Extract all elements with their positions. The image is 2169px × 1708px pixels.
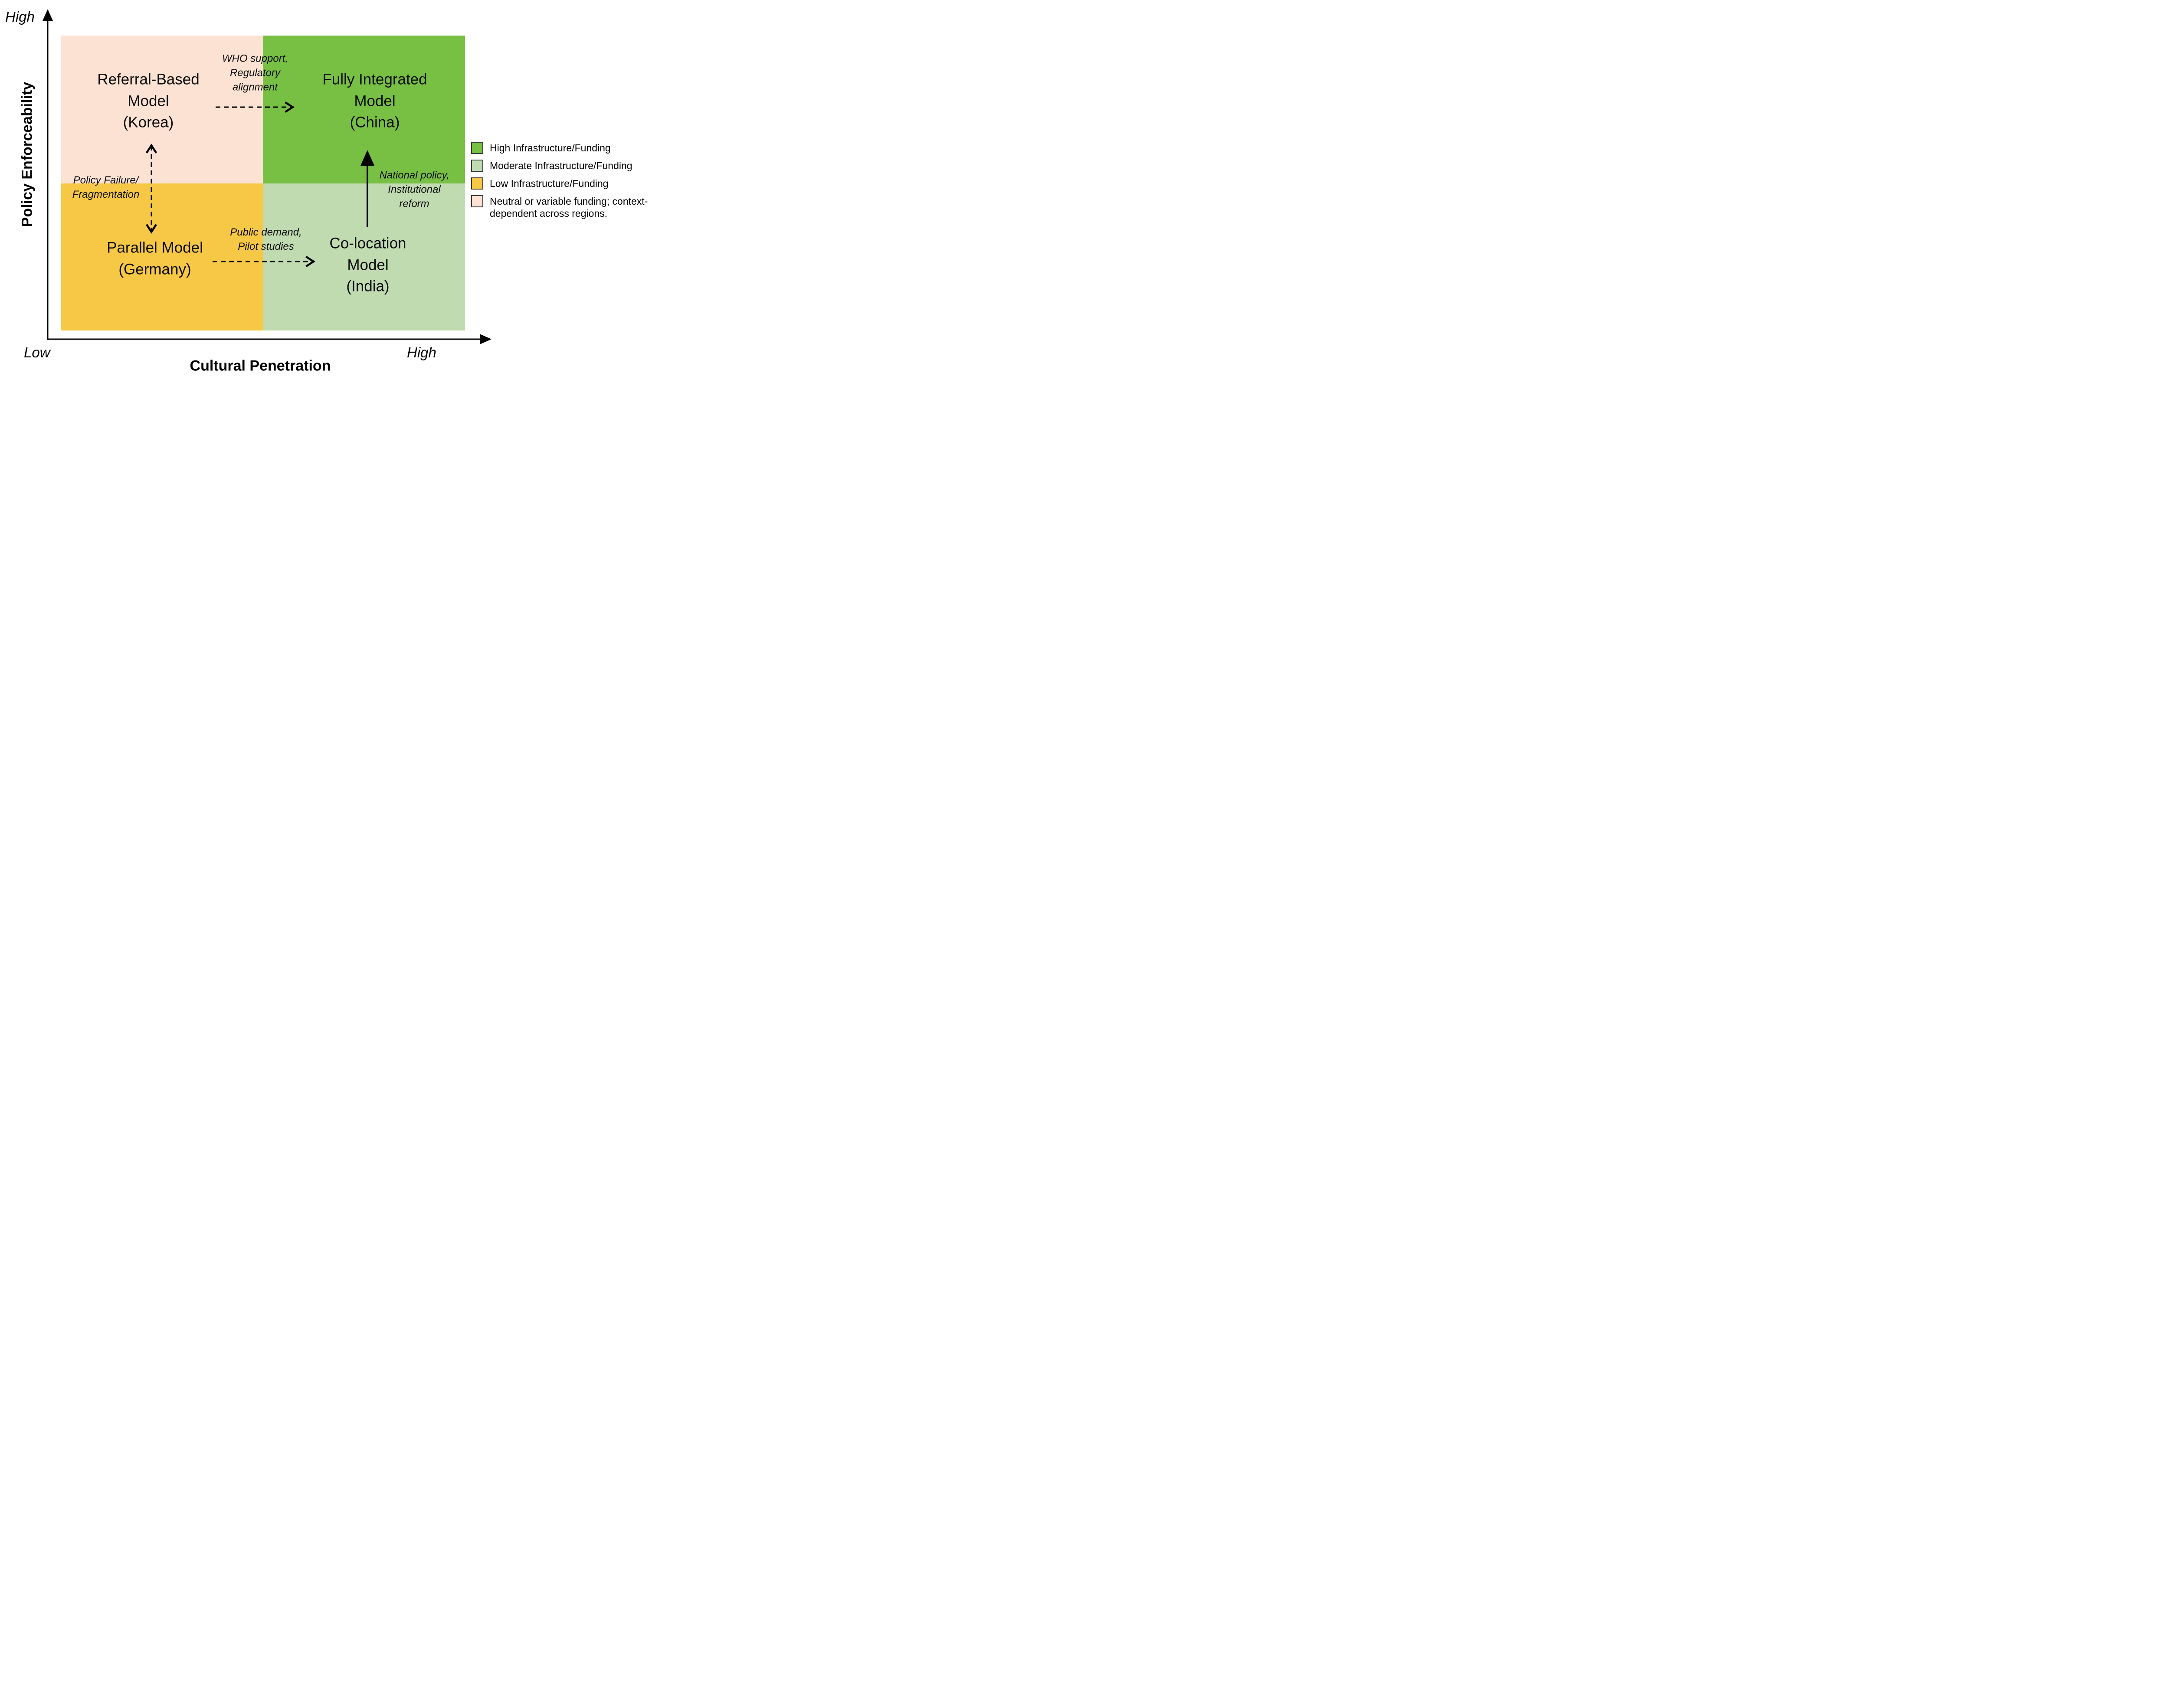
quadrant-referral-based-korea: [61, 36, 263, 183]
legend-swatch-moderate-infrastructure: [471, 160, 483, 172]
legend-label: Neutral or variable funding; context-dep…: [490, 196, 648, 219]
note-public-demand: Public demand, Pilot studies: [230, 225, 301, 254]
note-line: Pilot studies: [238, 241, 294, 252]
label-line: Referral-Based: [97, 71, 200, 88]
note-national-policy: National policy, Institutional reform: [380, 168, 449, 211]
x-axis-low-label: Low: [24, 344, 50, 360]
legend-swatch-high-infrastructure: [471, 142, 483, 154]
label-line: Parallel Model: [107, 239, 203, 256]
quadrant-co-location-india: [263, 183, 465, 330]
label-line: (China): [350, 114, 400, 131]
label-parallel-model: Parallel Model (Germany): [107, 237, 203, 280]
note-line: Fragmentation: [72, 189, 140, 200]
label-line: Model: [347, 256, 389, 274]
legend-label: High Infrastructure/Funding: [490, 142, 611, 154]
y-axis-title: Policy Enforceability: [19, 82, 36, 227]
quadrant-diagram: Referral-Based Model (Korea) Fully Integ…: [0, 0, 670, 373]
note-line: Regulatory: [229, 67, 281, 79]
legend-swatch-neutral-funding: [471, 195, 483, 207]
quadrant-parallel-germany: [61, 183, 263, 330]
note-policy-failure: Policy Failure/ Fragmentation: [72, 173, 140, 202]
legend-label: Low Infrastructure/Funding: [490, 178, 609, 189]
note-line: alignment: [232, 81, 278, 93]
label-referral-based-model: Referral-Based Model (Korea): [97, 69, 199, 133]
legend-item: Moderate Infrastructure/Funding: [471, 160, 670, 172]
legend-swatch-low-infrastructure: [471, 177, 483, 190]
note-line: WHO support,: [222, 52, 288, 65]
label-co-location-model: Co-location Model (India): [329, 232, 406, 297]
y-axis-high-label: High: [5, 9, 35, 25]
legend: High Infrastructure/Funding Moderate Inf…: [471, 142, 670, 225]
legend-item: High Infrastructure/Funding: [471, 142, 670, 154]
note-line: Policy Failure/: [73, 174, 139, 186]
x-axis-high-label: High: [407, 344, 436, 360]
legend-item: Low Infrastructure/Funding: [471, 177, 670, 190]
legend-item: Neutral or variable funding; context-dep…: [471, 195, 670, 219]
note-line: National policy,: [379, 169, 449, 181]
label-line: (Germany): [118, 261, 191, 278]
label-line: Co-location: [329, 235, 406, 252]
label-line: (India): [346, 278, 390, 295]
note-line: reform: [399, 198, 429, 210]
legend-label: Moderate Infrastructure/Funding: [490, 160, 632, 171]
label-fully-integrated-model: Fully Integrated Model (China): [322, 69, 427, 133]
label-line: (Korea): [123, 114, 174, 131]
label-line: Model: [128, 92, 169, 110]
label-line: Model: [354, 92, 396, 110]
note-line: Institutional: [388, 183, 441, 196]
x-axis-title: Cultural Penetration: [190, 357, 331, 373]
label-line: Fully Integrated: [322, 71, 427, 88]
note-who-support: WHO support, Regulatory alignment: [222, 51, 288, 94]
note-line: Public demand,: [230, 226, 302, 238]
